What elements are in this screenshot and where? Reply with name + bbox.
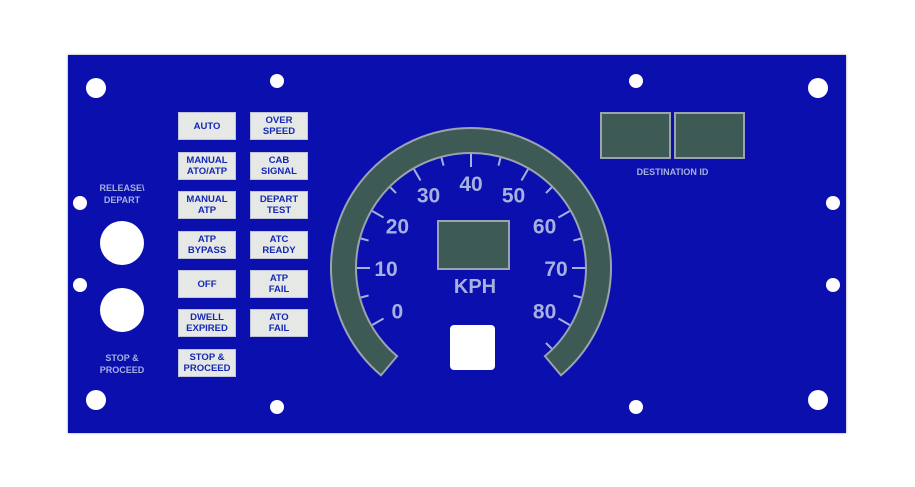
mounting-hole bbox=[808, 390, 828, 410]
indicator-stop-proceed: STOP & PROCEED bbox=[178, 349, 236, 377]
gauge-tick bbox=[371, 317, 385, 326]
indicator-ato-fail: ATO FAIL bbox=[250, 309, 308, 337]
center-button[interactable] bbox=[450, 325, 495, 370]
mounting-hole bbox=[73, 278, 87, 292]
gauge-tick bbox=[545, 342, 553, 350]
mounting-hole bbox=[808, 78, 828, 98]
indicator-atc-ready: ATC READY bbox=[250, 231, 308, 259]
gauge-label: 20 bbox=[386, 216, 409, 239]
destination-label: DESTINATION ID bbox=[636, 167, 709, 177]
gauge-tick bbox=[360, 294, 369, 299]
mounting-hole bbox=[826, 278, 840, 292]
mounting-hole bbox=[270, 74, 284, 88]
mounting-hole bbox=[73, 196, 87, 210]
gauge-tick bbox=[440, 157, 445, 166]
gauge-tick bbox=[557, 210, 571, 219]
release-depart-button[interactable] bbox=[100, 221, 144, 265]
gauge-tick bbox=[557, 317, 571, 326]
indicator-manual-atp: MANUAL ATP bbox=[178, 191, 236, 219]
mounting-hole bbox=[86, 78, 106, 98]
indicator-atp-fail: ATP FAIL bbox=[250, 270, 308, 298]
unit-label: KPH bbox=[453, 276, 497, 298]
gauge-label: 70 bbox=[544, 258, 567, 281]
mounting-hole bbox=[629, 74, 643, 88]
speed-display bbox=[437, 220, 510, 270]
release-depart-label: RELEASE\ DEPART bbox=[99, 183, 145, 205]
mounting-hole bbox=[629, 400, 643, 414]
gauge-label: 80 bbox=[533, 301, 556, 324]
indicator-atp-bypass: ATP BYPASS bbox=[178, 231, 236, 259]
indicator-cab-signal: CAB SIGNAL bbox=[250, 152, 308, 180]
gauge-tick bbox=[360, 237, 369, 242]
mounting-hole bbox=[86, 390, 106, 410]
indicator-off: OFF bbox=[178, 270, 236, 298]
gauge-tick bbox=[371, 210, 385, 219]
stop-proceed-button[interactable] bbox=[100, 288, 144, 332]
mounting-hole bbox=[826, 196, 840, 210]
gauge-arc bbox=[330, 127, 612, 377]
gauge-tick bbox=[497, 157, 502, 166]
indicator-depart-test: DEPART TEST bbox=[250, 191, 308, 219]
gauge-label: 0 bbox=[392, 301, 404, 324]
gauge-tick bbox=[389, 186, 397, 194]
gauge-tick bbox=[520, 168, 529, 182]
indicator-manual-ato-atp: MANUAL ATO/ATP bbox=[178, 152, 236, 180]
mounting-hole bbox=[270, 400, 284, 414]
destination-display-1 bbox=[600, 112, 671, 159]
gauge-tick bbox=[413, 168, 422, 182]
gauge-label: 30 bbox=[417, 184, 440, 207]
indicator-over-speed: OVER SPEED bbox=[250, 112, 308, 140]
destination-display-2 bbox=[674, 112, 745, 159]
stop-proceed-label: STOP & PROCEED bbox=[99, 353, 145, 375]
gauge-label: 10 bbox=[374, 258, 397, 281]
indicator-dwell-expired: DWELL EXPIRED bbox=[178, 309, 236, 337]
gauge-label: 60 bbox=[533, 216, 556, 239]
gauge-label: 40 bbox=[459, 173, 482, 196]
gauge-tick bbox=[573, 294, 582, 299]
gauge-tick bbox=[573, 237, 582, 242]
gauge-label: 50 bbox=[502, 184, 525, 207]
indicator-auto: AUTO bbox=[178, 112, 236, 140]
gauge-tick bbox=[545, 186, 553, 194]
